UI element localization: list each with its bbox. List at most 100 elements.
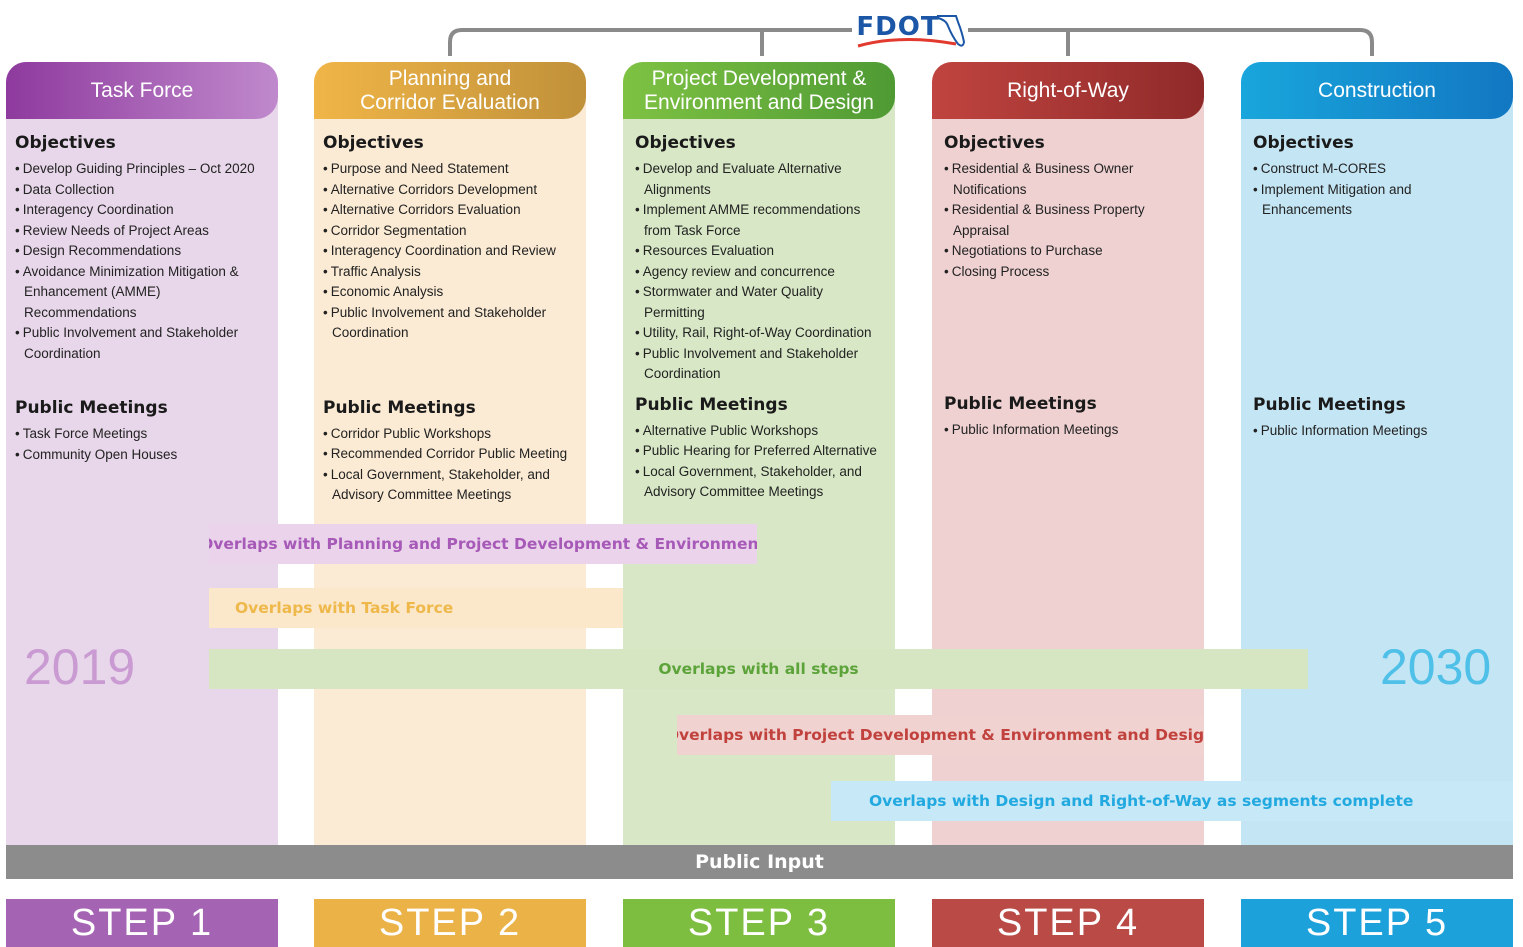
objectives-title: Objectives <box>323 133 424 153</box>
overlap-label: Overlaps with Design and Right-of-Way as… <box>869 792 1414 810</box>
objective-item: Develop and Evaluate Alternative Alignme… <box>635 159 887 200</box>
objectives-list: Develop Guiding Principles – Oct 2020 Da… <box>15 159 270 364</box>
overlap-band-right-of-way: Overlaps with Project Development & Envi… <box>677 715 1204 755</box>
column-title: Planning and Corridor Evaluation <box>360 66 540 114</box>
public-meetings-title: Public Meetings <box>635 394 788 415</box>
objective-item: Stormwater and Water Quality Permitting <box>635 282 887 323</box>
objectives-title: Objectives <box>635 133 736 153</box>
meeting-item: Task Force Meetings <box>15 424 270 445</box>
column-planning: Planning and Corridor Evaluation Objecti… <box>314 62 586 848</box>
step-label: STEP 5 <box>1305 901 1449 944</box>
public-meetings-title: Public Meetings <box>1253 394 1406 415</box>
objective-item: Public Involvement and Stakeholder Coord… <box>15 323 270 364</box>
column-body: Objectives Purpose and Need Statement Al… <box>314 119 586 506</box>
start-year: 2019 <box>24 639 136 695</box>
objective-item: Public Involvement and Stakeholder Coord… <box>635 344 887 385</box>
fdot-connector-lines <box>448 28 1374 56</box>
step-5: STEP 5 <box>1241 899 1513 947</box>
overlap-band-pd-e: Overlaps with all steps <box>209 649 1308 689</box>
objective-item: Corridor Segmentation <box>323 221 578 242</box>
meeting-item: Recommended Corridor Public Meeting <box>323 444 578 465</box>
step-3: STEP 3 <box>623 899 895 947</box>
objective-item: Review Needs of Project Areas <box>15 221 270 242</box>
objective-item: Interagency Coordination <box>15 200 270 221</box>
column-body: Objectives Develop Guiding Principles – … <box>6 119 278 465</box>
column-header: Construction <box>1241 62 1513 119</box>
fdot-logo-text: FDOT <box>856 12 940 42</box>
step-2: STEP 2 <box>314 899 586 947</box>
objectives-title: Objectives <box>944 133 1045 153</box>
overlap-band-construction: Overlaps with Design and Right-of-Way as… <box>831 781 1513 821</box>
overlap-label: Overlaps with Task Force <box>235 599 454 617</box>
objectives-title: Objectives <box>15 133 116 153</box>
objective-item: Traffic Analysis <box>323 262 578 283</box>
objective-item: Utility, Rail, Right-of-Way Coordination <box>635 323 887 344</box>
public-meetings-title: Public Meetings <box>15 398 168 418</box>
objective-item: Alternative Corridors Evaluation <box>323 200 578 221</box>
column-task-force: Task Force Objectives Develop Guiding Pr… <box>6 62 278 848</box>
step-label: STEP 3 <box>687 901 831 944</box>
overlap-label: Overlaps with Planning and Project Devel… <box>209 535 757 553</box>
objective-item: Agency review and concurrence <box>635 262 887 283</box>
column-body: Objectives Residential & Business Owner … <box>932 119 1204 441</box>
objective-item: Closing Process <box>944 262 1196 283</box>
objective-item: Purpose and Need Statement <box>323 159 578 180</box>
meeting-item: Public Information Meetings <box>944 420 1196 441</box>
public-meetings-list: Public Information Meetings <box>1253 421 1505 442</box>
column-construction: Construction Objectives Construct M-CORE… <box>1241 62 1513 848</box>
objectives-list: Purpose and Need Statement Alternative C… <box>323 159 578 344</box>
florida-outline-icon <box>857 15 966 48</box>
column-body: Objectives Construct M-CORES Implement M… <box>1241 119 1513 441</box>
objective-item: Develop Guiding Principles – Oct 2020 <box>15 159 270 180</box>
column-header: Right-of-Way <box>932 62 1204 119</box>
public-meetings-list: Task Force Meetings Community Open House… <box>15 424 270 465</box>
objective-item: Resources Evaluation <box>635 241 887 262</box>
objective-item: Residential & Business Owner Notificatio… <box>944 159 1196 200</box>
step-label: STEP 2 <box>378 901 522 944</box>
objective-item: Alternative Corridors Development <box>323 180 578 201</box>
public-meetings-list: Corridor Public Workshops Recommended Co… <box>323 424 578 506</box>
meeting-item: Community Open Houses <box>15 445 270 466</box>
column-header: Task Force <box>6 62 278 119</box>
objectives-title: Objectives <box>1253 133 1354 153</box>
objectives-list: Residential & Business Owner Notificatio… <box>944 159 1196 282</box>
meeting-item: Public Hearing for Preferred Alternative <box>635 441 887 462</box>
public-meetings-title: Public Meetings <box>323 397 476 418</box>
objective-item: Design Recommendations <box>15 241 270 262</box>
column-title: Project Development & Environment and De… <box>644 66 874 114</box>
overlap-band-planning: Overlaps with Task Force <box>209 588 623 628</box>
column-header: Planning and Corridor Evaluation <box>314 62 586 119</box>
step-1: STEP 1 <box>6 899 278 947</box>
step-4: STEP 4 <box>932 899 1204 947</box>
column-header: Project Development & Environment and De… <box>623 62 895 119</box>
public-meetings-title: Public Meetings <box>944 394 1097 414</box>
objective-item: Negotiations to Purchase <box>944 241 1196 262</box>
objective-item: Construct M-CORES <box>1253 159 1505 180</box>
end-year: 2030 <box>1380 639 1492 695</box>
step-label: STEP 1 <box>70 901 214 944</box>
meeting-item: Local Government, Stakeholder, and Advis… <box>323 465 578 506</box>
objective-item: Avoidance Minimization Mitigation & Enha… <box>15 262 270 324</box>
objective-item: Implement AMME recommendations from Task… <box>635 200 887 241</box>
objectives-list: Construct M-CORES Implement Mitigation a… <box>1253 159 1505 221</box>
step-label: STEP 4 <box>996 901 1140 944</box>
objective-item: Implement Mitigation and Enhancements <box>1253 180 1505 221</box>
objective-item: Data Collection <box>15 180 270 201</box>
public-meetings-list: Alternative Public Workshops Public Hear… <box>635 421 887 503</box>
column-title: Construction <box>1318 78 1436 102</box>
objective-item: Interagency Coordination and Review <box>323 241 578 262</box>
meeting-item: Local Government, Stakeholder, and Advis… <box>635 462 887 503</box>
objectives-list: Develop and Evaluate Alternative Alignme… <box>635 159 887 385</box>
column-title: Task Force <box>90 78 194 102</box>
public-meetings-list: Public Information Meetings <box>944 420 1196 441</box>
objective-item: Residential & Business Property Appraisa… <box>944 200 1196 241</box>
meeting-item: Corridor Public Workshops <box>323 424 578 445</box>
column-body: Objectives Develop and Evaluate Alternat… <box>623 119 895 503</box>
public-input-label: Public Input <box>695 851 824 873</box>
objective-item: Economic Analysis <box>323 282 578 303</box>
public-input-bar: Public Input <box>6 845 1513 879</box>
overlap-band-task-force: Overlaps with Planning and Project Devel… <box>209 524 757 564</box>
meeting-item: Public Information Meetings <box>1253 421 1505 442</box>
fdot-logo: FDOT <box>852 8 970 54</box>
overlap-label: Overlaps with all steps <box>658 660 859 678</box>
